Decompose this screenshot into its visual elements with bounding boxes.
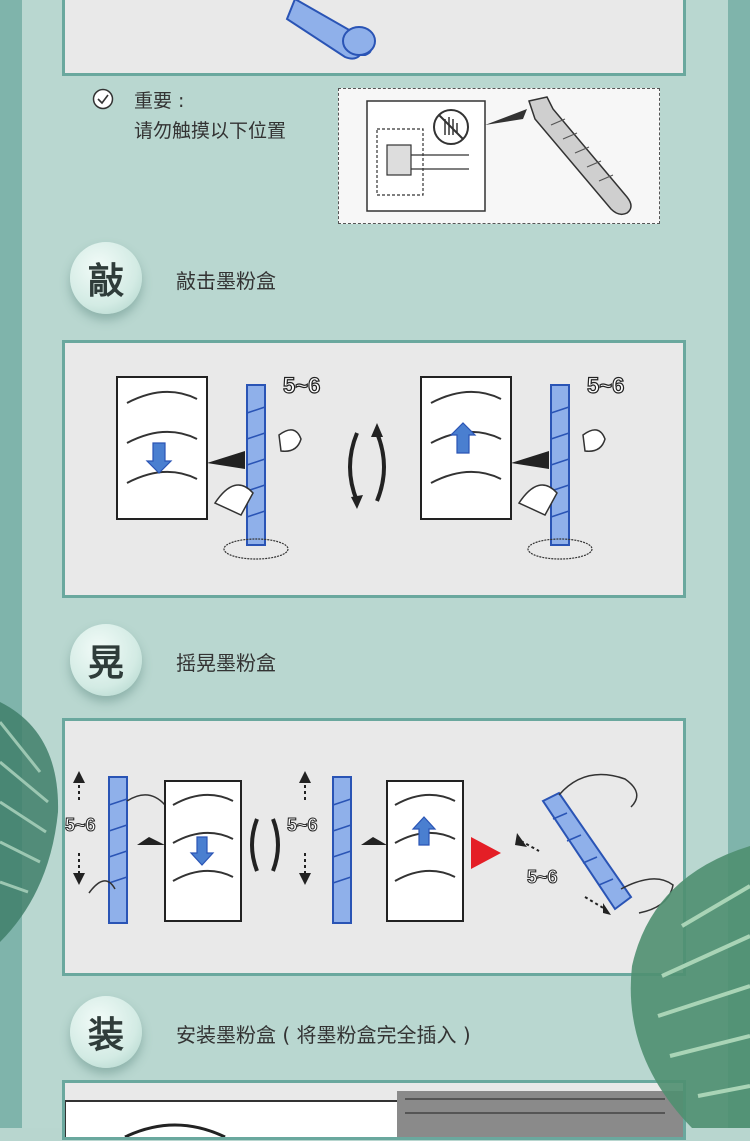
toner-cartridge-blue xyxy=(246,384,266,546)
step-install-badge: 装 xyxy=(70,996,142,1068)
arrow-up-icon xyxy=(449,422,477,454)
rotate-arrows-icon xyxy=(348,432,359,502)
hand-icon xyxy=(558,773,638,808)
toner-cartridge-blue xyxy=(332,776,352,924)
install-toner-panel xyxy=(62,1080,686,1141)
decorative-leaf-left xyxy=(0,702,59,942)
hand-icon xyxy=(582,429,606,452)
arrow-down-icon xyxy=(189,836,215,866)
do-not-touch-illustration xyxy=(338,88,660,224)
hand-icon xyxy=(620,878,674,914)
count-label: 5~6 xyxy=(587,373,624,398)
toner-illustration-panel-top xyxy=(62,0,686,76)
left-side-band xyxy=(0,0,22,1128)
no-touch-icon xyxy=(433,109,469,145)
count-label: 5~6 xyxy=(527,867,558,887)
step-shake-badge: 晃 xyxy=(70,624,142,696)
toner-cartridge-blue xyxy=(550,384,570,546)
tap-toner-panel: 5~6 5~6 xyxy=(62,340,686,598)
step-shake-label: 摇晃墨粉盒 xyxy=(176,651,276,675)
rotate-arrows-icon xyxy=(250,818,259,872)
step-install-label: 安装墨粉盒 ( 将墨粉盒完全插入 ) xyxy=(176,1023,471,1047)
shake-arrows-icon xyxy=(520,840,606,910)
toner-cartridge-blue xyxy=(108,776,128,924)
toner-cartridge-illustration xyxy=(285,0,376,60)
arrow-up-icon xyxy=(411,816,437,846)
hand-icon xyxy=(517,484,558,516)
toner-cartridge-grey xyxy=(528,96,632,216)
hand-icon xyxy=(278,429,302,452)
hand-icon xyxy=(213,484,254,516)
count-label: 5~6 xyxy=(283,373,320,398)
right-side-band xyxy=(728,0,750,1128)
step-tap-badge: 敲 xyxy=(70,242,142,314)
next-arrow-icon xyxy=(471,837,501,869)
important-title: 重要 : xyxy=(134,90,185,112)
arrow-down-icon xyxy=(145,442,173,474)
step-tap-label: 敲击墨粉盒 xyxy=(176,269,276,293)
shake-toner-panel: 5~6 5~6 5~6 xyxy=(62,718,686,976)
count-label: 5~6 xyxy=(65,815,96,835)
important-note-text: 重要 : 请勿触摸以下位置 xyxy=(134,86,354,146)
count-label: 5~6 xyxy=(287,815,318,835)
check-circle-icon xyxy=(92,88,114,110)
decorative-leaf-right xyxy=(630,846,750,1128)
important-description: 请勿触摸以下位置 xyxy=(134,120,287,142)
